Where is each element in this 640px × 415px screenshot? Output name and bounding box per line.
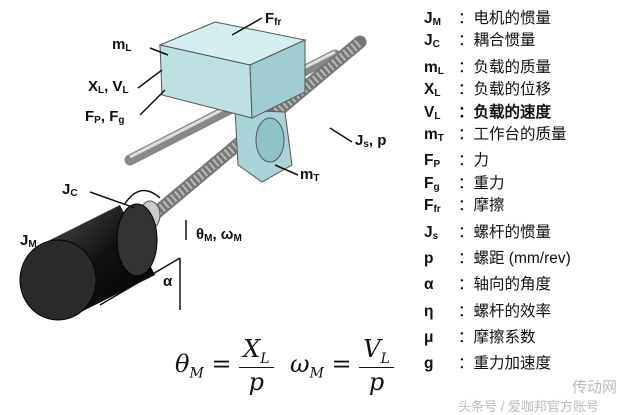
legend-item: η：螺杆的效率 <box>424 302 552 320</box>
table-nut <box>234 109 293 183</box>
label-motor-angle-speed: θM, ωM <box>196 226 242 244</box>
label-screw-inertia-pitch: Js, p <box>355 132 387 150</box>
label-friction-force: Ffr <box>265 10 282 28</box>
symbol-legend: JM：电机的惯量 JC：耦合惯量 mL：负载的质量 XL：负载的位移 VL：负载… <box>424 6 571 374</box>
legend-item: α：轴向的角度 <box>424 276 552 294</box>
label-table-mass: mT <box>300 166 320 184</box>
legend-item: XL：负载的位移 <box>424 81 552 100</box>
legend-item: mL：负载的质量 <box>424 58 552 77</box>
motor <box>19 203 158 321</box>
label-load-mass: mL <box>112 36 132 54</box>
arrows <box>89 17 353 310</box>
legend-item: μ：摩擦系数 <box>424 329 536 347</box>
label-motor-inertia: JM <box>20 232 37 250</box>
label-coupling-inertia: JC <box>62 181 78 199</box>
load-block <box>158 21 307 119</box>
watermark-account-text: 头条号 / 爱咖邦官方账号 <box>458 399 599 414</box>
label-alpha: α <box>163 273 173 290</box>
label-forces: FP, Fg <box>85 108 125 126</box>
legend-item: p：螺距 (mm/rev) <box>424 249 571 267</box>
legend-item: Ffr：摩擦 <box>424 197 505 216</box>
legend-item: Fg：重力 <box>424 174 505 193</box>
label-displacement-velocity: XL, VL <box>88 78 129 96</box>
legend-item: JM：电机的惯量 <box>424 10 552 28</box>
legend-item: mT：工作台的质量 <box>424 125 567 144</box>
legend-item: g：重力加速度 <box>424 355 552 373</box>
legend-item: FP：力 <box>424 152 490 171</box>
legend-item: VL：负载的速度 <box>424 103 552 122</box>
legend-item: Js：螺杆的惯量 <box>424 223 552 242</box>
legend-item: JC：耦合惯量 <box>424 32 536 51</box>
watermark-logo-text: 传动网 <box>572 379 618 396</box>
